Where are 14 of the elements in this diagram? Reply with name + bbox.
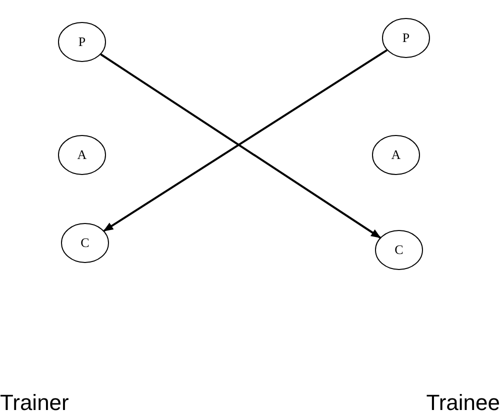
node-label: C [80,234,90,252]
node-label: A [391,146,401,164]
column-heading: Trainee [426,389,500,417]
node-label: C [394,241,404,260]
node-label: A [77,146,87,164]
node-label: P [78,33,86,52]
column-heading: Trainer [0,389,69,417]
ellipse-node [382,18,430,58]
node-label: P [402,29,410,48]
ellipse-node [372,135,420,175]
ellipse-node [61,223,109,263]
ellipse-node [375,230,423,270]
ellipse-node [58,135,106,175]
ellipse-node [58,22,106,62]
